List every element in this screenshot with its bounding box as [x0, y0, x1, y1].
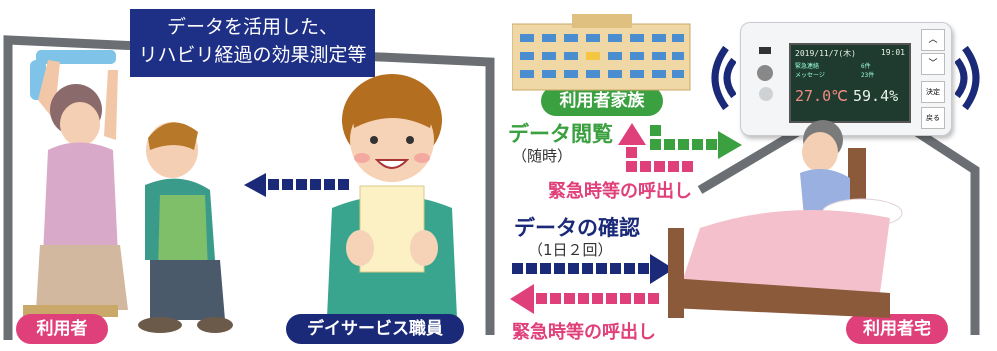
device-screen: 2019/11/7(木) 19:01 緊急連絡 6件 メッセージ 23件 27.…: [789, 43, 911, 123]
elderly-in-bed-illustration: [668, 120, 903, 318]
staff-confirm-sub: （1日２回）: [528, 241, 613, 259]
banner-line-1: データを活用した、: [166, 16, 338, 38]
device-row1-value: 6件: [861, 63, 871, 70]
label-family: 利用者家族: [541, 86, 663, 116]
device-button-back[interactable]: 戻る: [921, 107, 945, 129]
device-button-down[interactable]: ﹀: [921, 53, 945, 75]
label-staff: デイサービス職員: [286, 314, 464, 344]
banner-line-2: リハビリ経過の効果測定等: [138, 44, 367, 66]
arrow-head-up-icon: [618, 123, 646, 145]
device-status-icon: [759, 47, 771, 54]
device-button-enter[interactable]: 決定: [921, 81, 945, 103]
device-row2-value: 23件: [861, 72, 875, 79]
caregiver-illustration: [138, 122, 233, 333]
device-humidity: 59.4%: [853, 87, 899, 105]
device-date: 2019/11/7(木): [795, 49, 856, 58]
day-service-staff-illustration: [327, 74, 457, 318]
device-time: 19:01: [880, 48, 905, 57]
banner: データを活用した、 リハビリ経過の効果測定等: [130, 9, 375, 77]
label-home: 利用者宅: [846, 314, 948, 344]
arrow-head-right-icon: [718, 131, 742, 159]
signal-right-icon: [955, 45, 980, 111]
family-view-sub: （随時）: [512, 147, 573, 165]
device-temperature: 27.0℃: [795, 87, 848, 105]
signal-left-icon: [711, 45, 736, 111]
monitoring-device: 2019/11/7(木) 19:01 緊急連絡 6件 メッセージ 23件 27.…: [740, 22, 952, 136]
family-residence-icon: [512, 14, 691, 91]
family-view-title: データ閲覧: [508, 122, 613, 146]
arrow-head-right-icon: [650, 254, 674, 284]
staff-confirm-title: データの確認: [514, 216, 640, 240]
device-button-up[interactable]: ︿: [921, 29, 945, 51]
device-row2-label: メッセージ: [795, 72, 825, 79]
family-emergency-text: 緊急時等の呼出し: [548, 181, 692, 202]
device-touch-icon: [759, 87, 773, 101]
staff-emergency-text: 緊急時等の呼出し: [512, 322, 656, 343]
device-row1-label: 緊急連絡: [795, 63, 820, 70]
label-user: 利用者: [16, 314, 108, 344]
arrow-head-left-icon: [244, 173, 266, 197]
arrow-head-left-icon: [510, 284, 534, 314]
elderly-user-illustration: [23, 50, 128, 330]
device-power-button[interactable]: [757, 65, 773, 81]
